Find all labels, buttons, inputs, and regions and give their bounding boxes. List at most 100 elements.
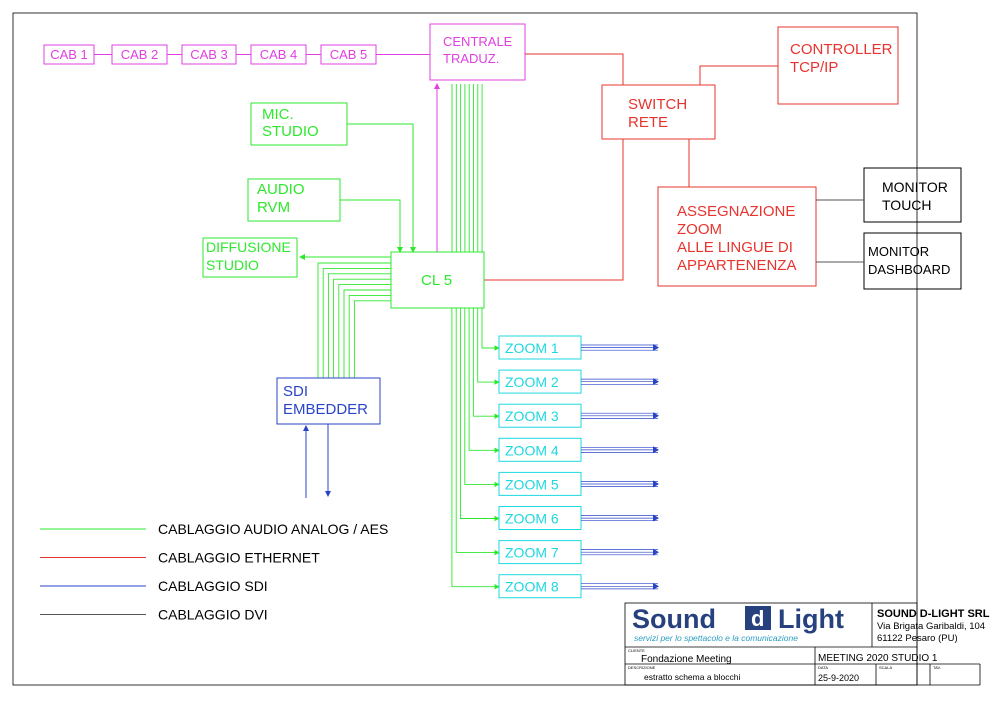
project-name: MEETING 2020 STUDIO 1 xyxy=(818,653,938,664)
central-label-1: CENTRALE xyxy=(443,34,513,49)
mic-label-1: MIC. xyxy=(262,106,294,123)
audio-zoom-cable xyxy=(481,308,500,351)
monitor-touch-label-1: MONITOR xyxy=(882,179,948,195)
company-address-1: Via Brigata Garibaldi, 104 xyxy=(877,621,985,632)
cl5-label: CL 5 xyxy=(421,272,452,289)
central-box xyxy=(429,23,526,81)
zoom-output-arrow xyxy=(653,378,659,386)
mic-label-2: STUDIO xyxy=(262,123,319,140)
date-caption: DATA xyxy=(818,665,828,670)
cabin-chain xyxy=(43,23,526,81)
switch-label-1: SWITCH xyxy=(628,96,687,113)
diffusion-label-1: DIFFUSIONE xyxy=(206,239,291,255)
audio-sdi-cable xyxy=(338,284,391,378)
diffusion-label-2: STUDIO xyxy=(206,257,259,273)
drawing-frame xyxy=(12,12,918,686)
audio-sdi-cable xyxy=(317,262,391,378)
switch-label-2: RETE xyxy=(628,114,668,131)
zoom-output-arrow xyxy=(653,412,659,420)
central-label-2: TRADUZ. xyxy=(443,51,499,66)
audio-rvm-label-2: RVM xyxy=(257,199,290,216)
audio-zoom-cable xyxy=(451,308,500,590)
client-caption: CLIENTE xyxy=(628,648,645,653)
logo-mark: d xyxy=(751,606,764,631)
controller-label-2: TCP/IP xyxy=(790,59,838,76)
audio-cable-bundles xyxy=(317,84,483,378)
sdi-label-2: EMBEDDER xyxy=(283,401,368,418)
assign-box xyxy=(657,186,817,287)
description-text: estratto schema a blocchi xyxy=(644,672,740,682)
sdi-label-1: SDI xyxy=(283,383,308,400)
assign-label-3: ALLE LINGUE DI xyxy=(677,239,793,256)
audio-zoom-cable xyxy=(464,308,500,488)
zoom-label: ZOOM 4 xyxy=(505,442,559,458)
monitor-dashboard-label-1: MONITOR xyxy=(868,244,929,259)
audio-zoom-cable xyxy=(468,308,500,453)
audio-rvm-label-1: AUDIO xyxy=(257,181,305,198)
zoom-label: ZOOM 5 xyxy=(505,476,559,492)
zoom-output-arrow xyxy=(653,548,659,556)
monitor-touch-label-2: TOUCH xyxy=(882,197,932,213)
assign-label-2: ZOOM xyxy=(677,221,722,238)
zoom-output-arrow xyxy=(653,446,659,454)
audio-zoom-cable xyxy=(455,308,500,556)
monitor-dashboard-label-2: DASHBOARD xyxy=(868,262,950,277)
assign-label-4: APPARTENENZA xyxy=(677,257,796,274)
audio-sdi-cable xyxy=(322,267,391,378)
legend-label: CABLAGGIO ETHERNET xyxy=(158,550,320,566)
controller-label-1: CONTROLLER xyxy=(790,41,893,58)
audio-mic-cl5 xyxy=(347,123,416,253)
tav-caption: TAV. xyxy=(933,665,941,670)
title-block: Sound d Light servizi per lo spettacolo … xyxy=(624,602,990,686)
audio-sdi-cable xyxy=(343,289,391,378)
audio-sdi-cable xyxy=(333,278,391,378)
logo-word-1: Sound xyxy=(632,604,716,634)
zoom-output-arrow xyxy=(653,582,659,590)
scale-caption: SCALA xyxy=(879,665,892,670)
zoom-label: ZOOM 8 xyxy=(505,579,559,595)
assign-label-1: ASSEGNAZIONE xyxy=(677,203,795,220)
cab-5-label: CAB 5 xyxy=(330,47,368,62)
audio-zoom-cable xyxy=(472,308,500,419)
legend: CABLAGGIO AUDIO ANALOG / AES CABLAGGIO ET… xyxy=(40,521,388,623)
zoom-label: ZOOM 2 xyxy=(505,374,559,390)
legend-label: CABLAGGIO AUDIO ANALOG / AES xyxy=(158,521,388,537)
eth-central-switch xyxy=(525,53,624,85)
audio-sdi-cable xyxy=(353,300,391,378)
audio-zoom-cable xyxy=(477,308,500,385)
eth-switch-controller xyxy=(699,65,778,85)
company-name: SOUND D-LIGHT SRL xyxy=(877,608,990,620)
monitor-touch-box xyxy=(863,167,962,223)
cab-4-label: CAB 4 xyxy=(260,47,298,62)
zoom-label: ZOOM 7 xyxy=(505,545,559,561)
cab-1-label: CAB 1 xyxy=(50,47,88,62)
monitor-dashboard-box xyxy=(863,232,962,290)
audio-zoom-cable xyxy=(460,308,500,522)
logo-tagline: servizi per lo spettacolo e la comunicaz… xyxy=(634,633,798,643)
audio-rvm-cl5 xyxy=(340,199,403,253)
date-value: 25-9-2020 xyxy=(818,673,859,683)
description-caption: DESCRIZIONE xyxy=(628,665,656,670)
zoom-label: ZOOM 1 xyxy=(505,340,559,356)
audio-sdi-cable xyxy=(348,294,391,378)
legend-label: CABLAGGIO DVI xyxy=(158,607,268,623)
zoom-output-arrow xyxy=(653,514,659,522)
eth-cl5-switch xyxy=(484,139,624,281)
company-address-2: 61122 Pesaro (PU) xyxy=(877,633,958,644)
zoom-output-arrow xyxy=(653,480,659,488)
switch-box xyxy=(601,84,716,140)
audio-sdi-cable xyxy=(327,273,391,378)
legend-label: CABLAGGIO SDI xyxy=(158,578,268,594)
client-name: Fondazione Meeting xyxy=(641,654,732,665)
diffusion-box xyxy=(202,237,298,278)
zoom-output-arrow xyxy=(653,344,659,351)
cab-3-label: CAB 3 xyxy=(190,47,228,62)
logo-mark-box xyxy=(745,606,771,630)
cl5-box xyxy=(390,251,485,309)
cab-2-label: CAB 2 xyxy=(121,47,159,62)
zoom-label: ZOOM 3 xyxy=(505,408,559,424)
logo-word-2: Light xyxy=(778,604,844,634)
